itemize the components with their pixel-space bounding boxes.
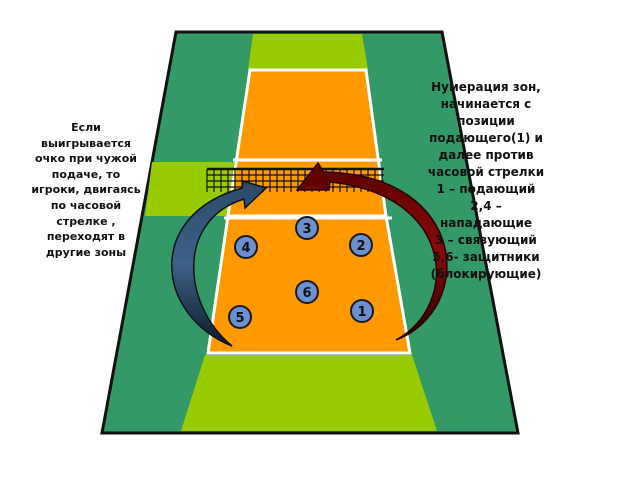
- zone-description-line: начинается с: [440, 97, 532, 111]
- zone-description-line: подающего(1) и: [429, 131, 543, 145]
- rotation-note-line: Если: [71, 121, 101, 134]
- clockwise-arrow-right-icon: [295, 161, 448, 341]
- rotation-note-line: переходят в: [46, 230, 126, 244]
- zone-6-marker: 6: [295, 280, 319, 304]
- zone-description: Нумерация зон, начинается с позиции подающе…: [408, 79, 564, 283]
- rotation-note-line: по часовой: [50, 198, 122, 212]
- zone-description-line: Нумерация зон,: [431, 80, 541, 94]
- zone-description-line: 3 – связующий: [435, 233, 537, 247]
- rotation-note-line: другие зоны: [45, 245, 127, 259]
- rotation-note-line: стрелке ,: [56, 214, 116, 228]
- service-zone-top: [248, 34, 368, 70]
- zone-description-line: позиции: [457, 114, 515, 128]
- zone-number: 3: [302, 222, 311, 237]
- clockwise-arrow-left-icon: [171, 180, 268, 347]
- zone-1-marker: 1: [350, 299, 374, 323]
- rotation-note-line: игроки, двигаясь: [31, 183, 141, 197]
- rotation-note-line: очко при чужой: [35, 152, 137, 166]
- zone-description-line: нападающие: [439, 216, 533, 230]
- zone-2-marker: 2: [349, 233, 373, 257]
- zone-description-line: далее против: [438, 148, 534, 162]
- rotation-note-line: выигрывается: [41, 136, 131, 150]
- zone-description-line: (блокирующие): [430, 267, 542, 281]
- zone-description-line: 1 – подающий: [436, 182, 536, 196]
- zone-number: 4: [241, 241, 250, 256]
- zone-3-marker: 3: [295, 216, 319, 240]
- service-zone-bottom: [181, 355, 437, 431]
- zone-description-line: 5,6- защитники: [432, 250, 540, 264]
- zone-description-line: часовой стрелки: [427, 165, 545, 179]
- zone-number: 6: [302, 286, 311, 301]
- zone-description-line: 2,4 –: [470, 199, 502, 213]
- zone-4-marker: 4: [234, 235, 258, 259]
- player-positions: 3 4 2 6 1 5: [228, 216, 374, 329]
- zone-5-marker: 5: [228, 305, 252, 329]
- zone-number: 2: [356, 239, 365, 254]
- rotation-note-line: подаче, то: [51, 167, 121, 181]
- zone-number: 5: [235, 311, 244, 326]
- zone-number: 1: [357, 305, 366, 320]
